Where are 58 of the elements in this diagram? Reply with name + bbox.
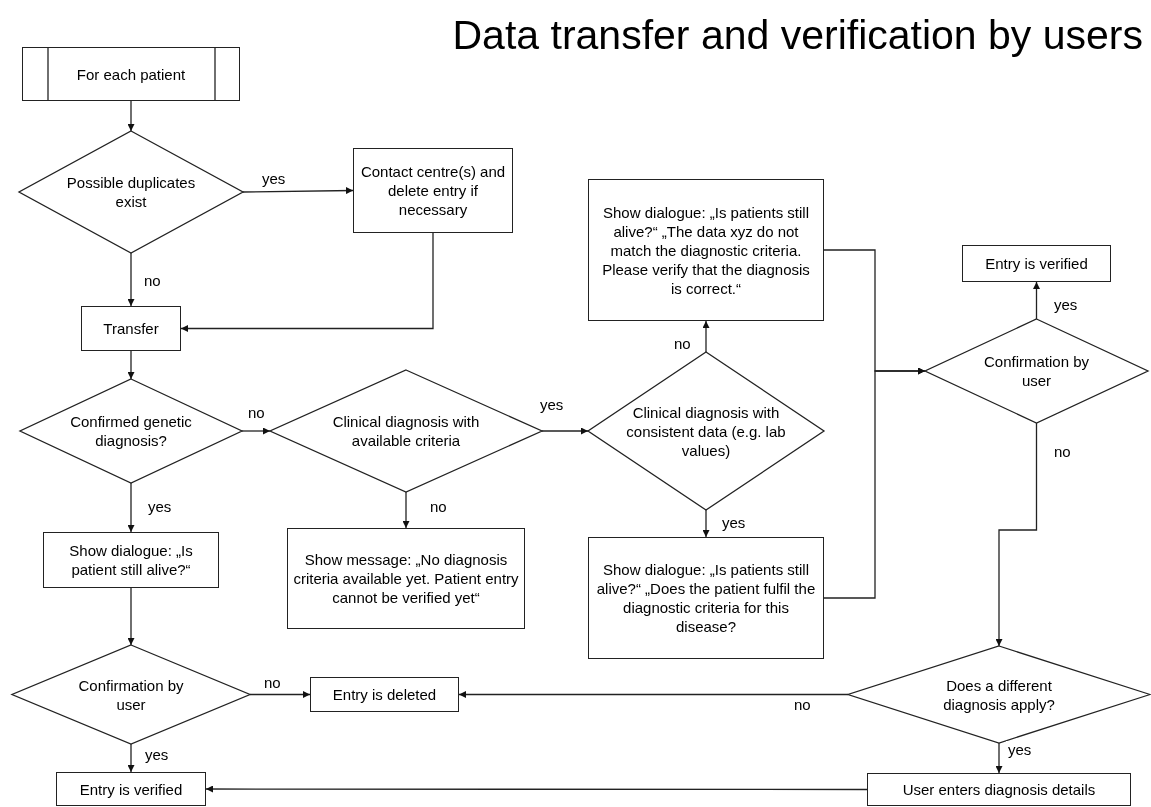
node-label: Confirmation by user xyxy=(77,675,185,714)
node-label: For each patient xyxy=(75,64,187,84)
process-box xyxy=(56,772,206,806)
decision-diamond xyxy=(270,370,542,492)
node-label: Confirmation by user xyxy=(982,352,1090,390)
arrow xyxy=(402,491,410,529)
arrow xyxy=(541,427,589,435)
decision-diamond xyxy=(19,131,243,253)
process-box xyxy=(43,532,219,588)
node-label: User enters diagnosis details xyxy=(901,780,1097,799)
node-label: Clinical diagnosis with available criteria xyxy=(331,412,481,450)
process-box xyxy=(81,306,181,351)
node-label: Show dialogue: „Is patients still alive?“ „The data xyz do not match the diagnostic criteria. Please verify that the diagnosis is correct.“ xyxy=(601,202,811,298)
process-box xyxy=(287,528,525,629)
arrow xyxy=(127,587,135,646)
arrow xyxy=(242,187,354,195)
node-label: Entry is deleted xyxy=(331,685,438,704)
process-box xyxy=(353,148,513,233)
node-label: Contact centre(s) and delete entry if necessary xyxy=(359,162,507,219)
arrow xyxy=(458,691,849,698)
node-label: Show dialogue: „Is patient still alive?“ xyxy=(68,541,194,579)
diagram-title: Data transfer and verification by users xyxy=(452,11,1143,60)
decision-diamond xyxy=(20,379,242,483)
arrow xyxy=(127,350,135,380)
decision-diamond xyxy=(588,352,824,510)
node-label: Entry is verified xyxy=(984,254,1089,273)
node-label: Confirmed genetic diagnosis? xyxy=(69,412,193,450)
arrow xyxy=(205,785,868,793)
process-box xyxy=(310,677,459,712)
arrow xyxy=(241,427,271,435)
node-label: Show message: „No diagnosis criteria available yet. Patient entry cannot be verified yet“ xyxy=(292,550,520,607)
arrow xyxy=(823,367,926,599)
arrow xyxy=(702,320,710,353)
arrow xyxy=(127,100,135,132)
process-box xyxy=(588,179,824,321)
node-label: Entry is verified xyxy=(78,779,184,799)
arrow xyxy=(702,509,710,538)
arrow xyxy=(1033,281,1040,320)
node-label: Transfer xyxy=(102,319,160,338)
arrow xyxy=(995,422,1038,647)
process-box xyxy=(962,245,1111,282)
arrow xyxy=(127,482,135,533)
decision-diamond xyxy=(12,645,250,744)
process-box xyxy=(588,537,824,659)
node-label: Clinical diagnosis with consistent data (e.g. lab values) xyxy=(626,402,786,460)
node-label: Does a different diagnosis apply? xyxy=(942,675,1056,714)
arrow xyxy=(180,232,434,332)
edge-label: yes xyxy=(1006,741,1034,758)
node-label: Show dialogue: „Is patients still alive?“ „Does the patient fulfil the diagnostic criteria for this disease? xyxy=(595,560,817,636)
arrow xyxy=(995,742,1003,774)
node-label: Possible duplicates exist xyxy=(65,173,197,211)
decision-diamond xyxy=(925,319,1148,423)
decision-diamond xyxy=(848,646,1150,743)
process-box xyxy=(867,773,1131,806)
subprocess-box xyxy=(22,47,240,101)
arrow xyxy=(249,691,311,698)
arrow xyxy=(127,252,135,307)
arrow xyxy=(127,743,135,773)
